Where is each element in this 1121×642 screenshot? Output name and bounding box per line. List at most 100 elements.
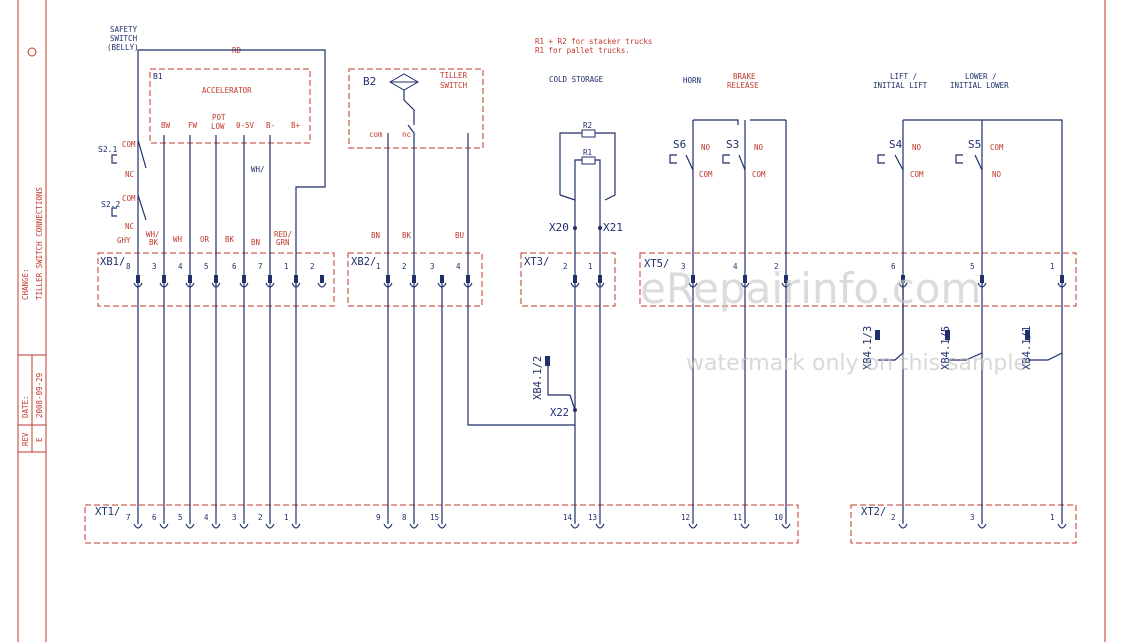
acc-pin-low: LOW xyxy=(211,122,225,131)
wire-color-wh-slash: WH/ xyxy=(146,230,160,239)
title-block: CHANGE: TILLER SWITCH CONNECTIONS DATE: … xyxy=(21,187,44,446)
xt5-pin-socket-icon xyxy=(977,282,987,288)
xb1-pin-socket-icon xyxy=(185,282,195,288)
change-value: TILLER SWITCH CONNECTIONS xyxy=(35,187,44,300)
wire-color-bk-2: BK xyxy=(225,235,235,244)
acc-pin-b-plus: B+ xyxy=(291,121,301,130)
xt5-pin-socket-icon xyxy=(898,282,908,288)
xt1-pin-label: 15 xyxy=(430,513,439,522)
s4-switch-icon xyxy=(877,154,885,164)
rev-value: E xyxy=(35,437,44,442)
xt2-pin-socket-icon xyxy=(898,523,908,529)
b2-label: B2 xyxy=(363,75,376,88)
xt1-pin-socket-icon xyxy=(159,523,169,529)
xt3-pin-contact xyxy=(598,275,602,283)
x21-label: X21 xyxy=(603,221,623,234)
xb1-pin-contact xyxy=(188,275,192,283)
xt1-pin-label: 2 xyxy=(258,513,263,522)
xt5-pin-contact xyxy=(743,275,747,283)
xt2-pin-label: 3 xyxy=(970,513,975,522)
xt1-pin-label: 6 xyxy=(152,513,157,522)
s6-switch-icon xyxy=(669,154,677,164)
wire-color-xb2-bu: BU xyxy=(455,231,464,240)
xt2-connector-box xyxy=(850,504,1077,544)
xb2-connector-box xyxy=(347,252,483,307)
xt5-pin-contact xyxy=(784,275,788,283)
s5-no: NO xyxy=(992,170,1002,179)
xt1-label: XT1/ xyxy=(95,506,120,518)
wh-slash-label: WH/ xyxy=(251,165,265,174)
xt1-pin-label: 3 xyxy=(232,513,237,522)
s4-com: COM xyxy=(910,170,924,179)
xb1-pin-socket-icon xyxy=(317,282,327,288)
date-label: DATE: xyxy=(21,395,30,418)
xt3-connector-box xyxy=(520,252,616,307)
brake-label-1: BRAKE xyxy=(733,72,756,81)
xt5-pin-label: 4 xyxy=(733,262,738,271)
xb1-pin-socket-icon xyxy=(291,282,301,288)
wire-color-bk-1: BK xyxy=(149,238,159,247)
s3-switch-icon xyxy=(722,154,730,164)
xt1-pin-socket-icon xyxy=(291,523,301,529)
acc-pin-bw: BW xyxy=(161,121,171,130)
wire-color-red: RED/ xyxy=(274,230,292,239)
xb2-label: XB2/ xyxy=(351,256,376,268)
wire-color-ghy: GHY xyxy=(117,236,131,245)
tiller-com-label: com xyxy=(369,130,383,139)
xb2-pin-contact xyxy=(386,275,390,283)
xt2-pin-socket-icon xyxy=(1057,523,1067,529)
xt1-pin-socket-icon xyxy=(570,523,580,529)
lower-label-1: LOWER / xyxy=(965,72,997,81)
xt3-pin-label: 1 xyxy=(588,262,593,271)
wire-color-wh: WH xyxy=(173,235,183,244)
s3-no: NO xyxy=(754,143,764,152)
wire-color-xb2-bk: BK xyxy=(402,231,412,240)
wire-color-bn: BN xyxy=(251,238,260,247)
xb1-pin-contact xyxy=(268,275,272,283)
xb1-label: XB1/ xyxy=(100,256,125,268)
xb2-pin-socket-icon xyxy=(437,282,447,288)
xt5-pin-label: 1 xyxy=(1050,262,1055,271)
resistor-network: R2 R1 xyxy=(559,121,616,228)
s3-com: COM xyxy=(752,170,766,179)
acc-pin-pot: POT xyxy=(212,113,226,122)
s22-com: COM xyxy=(122,194,136,203)
xb2-pin-contact xyxy=(466,275,470,283)
safety-switch-label-2: SWITCH xyxy=(110,34,138,43)
xt1-pin-socket-icon xyxy=(133,523,143,529)
watermark-sub: watermark only on this sample xyxy=(686,351,1027,376)
xt1-pin-socket-icon xyxy=(781,523,791,529)
xt3-pin-socket-icon xyxy=(595,282,605,288)
xt5-pin-socket-icon xyxy=(1057,282,1067,288)
xt5-pin-label: 6 xyxy=(891,262,896,271)
xt1-pin-socket-icon xyxy=(409,523,419,529)
s21-label: S2.1 xyxy=(98,145,117,154)
xb1-pin-label: 3 xyxy=(152,262,157,271)
horn-label: HORN xyxy=(683,76,701,85)
note-line-1: R1 + R2 for stacker trucks xyxy=(535,37,652,46)
wire-color-or: OR xyxy=(200,235,210,244)
r2-label: R2 xyxy=(583,121,592,130)
xb1-pin-socket-icon xyxy=(159,282,169,288)
xb1-pin-label: 4 xyxy=(178,262,183,271)
xb2-pin-label: 3 xyxy=(430,262,435,271)
tiller-label-2: SWITCH xyxy=(440,81,468,90)
tiller-nc-label: nc xyxy=(402,130,411,139)
xt1-pin-label: 11 xyxy=(733,513,742,522)
watermark-main: eRepairinfo.com xyxy=(640,264,981,313)
xt1-pin-socket-icon xyxy=(437,523,447,529)
xt5-pin-label: 5 xyxy=(970,262,975,271)
xt5-connector-box xyxy=(639,252,1077,307)
xb1-pin-contact xyxy=(242,275,246,283)
xt3-label: XT3/ xyxy=(524,256,549,268)
safety-switch-label-1: SAFETY xyxy=(110,25,138,34)
xb1-pin-contact xyxy=(294,275,298,283)
xb2-pin-contact xyxy=(412,275,416,283)
xb1-pin-label: 5 xyxy=(204,262,209,271)
s21-switch-icon xyxy=(111,154,117,164)
rev-label: REV xyxy=(21,432,30,446)
xt1-pin-label: 9 xyxy=(376,513,381,522)
s21-nc: NC xyxy=(125,170,134,179)
xt5-pin-label: 2 xyxy=(774,262,779,271)
